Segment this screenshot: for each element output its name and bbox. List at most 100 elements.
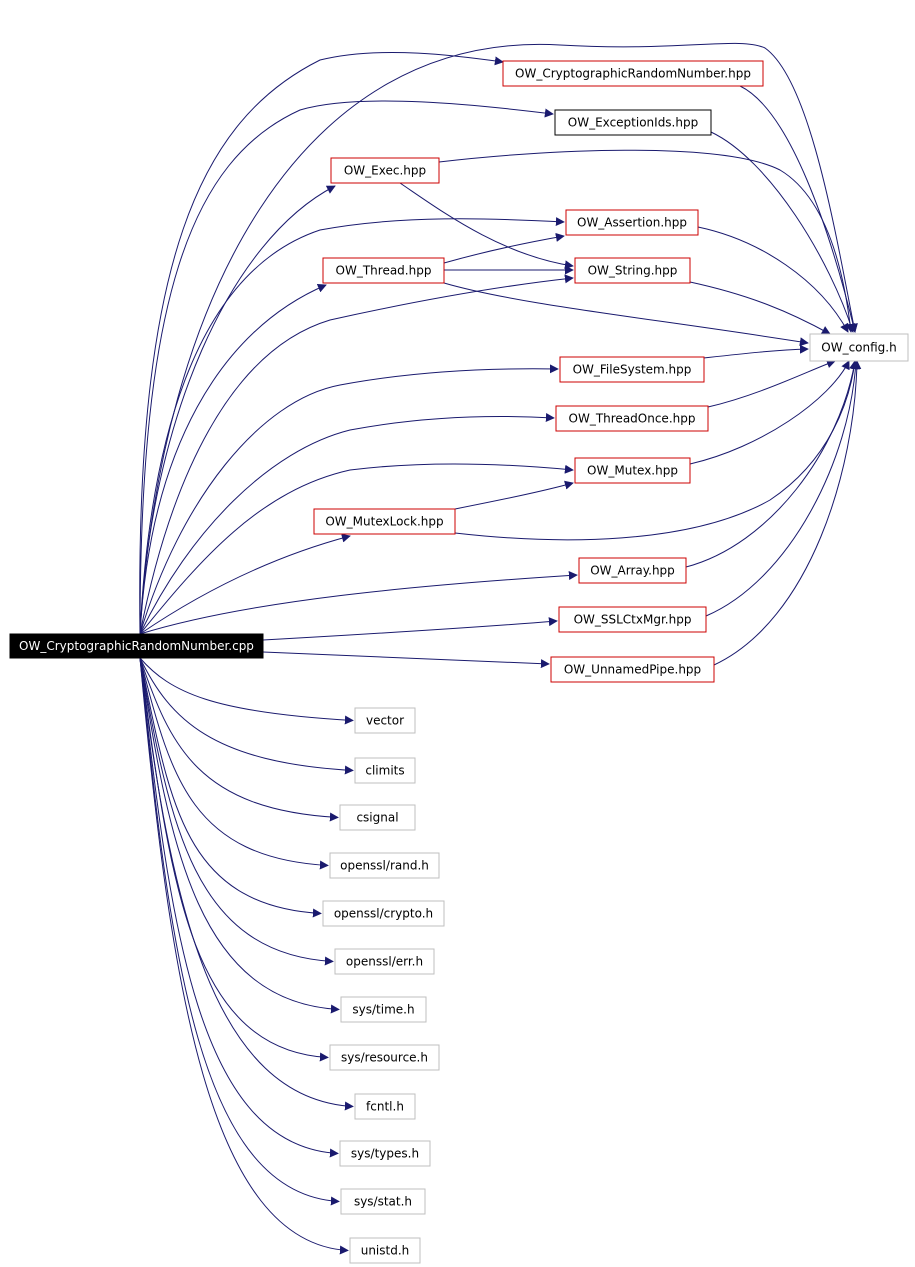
node-label-unistd: unistd.h	[361, 1244, 410, 1258]
node-label-climits: climits	[365, 764, 404, 778]
node-unnamedpipe[interactable]: OW_UnnamedPipe.hpp	[550, 656, 715, 683]
node-box-assertion	[565, 209, 699, 236]
edge-root-to-unistd	[139, 657, 349, 1255]
node-stat[interactable]: sys/stat.h	[340, 1188, 426, 1215]
node-label-sslctxmgr: OW_SSLCtxMgr.hpp	[574, 613, 692, 627]
node-err[interactable]: openssl/err.h	[334, 948, 435, 975]
node-threadonce[interactable]: OW_ThreadOnce.hpp	[555, 405, 709, 432]
node-vector[interactable]: vector	[354, 707, 416, 734]
node-box-filesystem	[559, 356, 705, 383]
node-resource[interactable]: sys/resource.h	[329, 1044, 440, 1071]
node-box-fcntl	[354, 1093, 416, 1120]
node-label-config: OW_config.h	[821, 341, 896, 355]
node-label-string: OW_String.hpp	[588, 264, 678, 278]
node-label-resource: sys/resource.h	[341, 1051, 428, 1065]
edge-root-to-filesystem	[139, 364, 559, 635]
edge-root-to-unnamedpipe	[262, 651, 550, 669]
node-label-filesystem: OW_FileSystem.hpp	[573, 363, 692, 377]
node-label-crn_hpp: OW_CryptographicRandomNumber.hpp	[515, 67, 751, 81]
node-assertion[interactable]: OW_Assertion.hpp	[565, 209, 699, 236]
node-rand[interactable]: openssl/rand.h	[329, 852, 440, 879]
node-exceptionids[interactable]: OW_ExceptionIds.hpp	[554, 109, 712, 136]
node-box-time	[340, 996, 427, 1023]
edge-root-to-mutexlock	[139, 533, 351, 635]
node-label-threadonce: OW_ThreadOnce.hpp	[569, 412, 696, 426]
node-label-exec: OW_Exec.hpp	[344, 164, 426, 178]
edge-crn_hpp-to-config	[739, 85, 858, 333]
node-exec[interactable]: OW_Exec.hpp	[330, 157, 440, 184]
node-box-thread	[322, 257, 445, 284]
node-label-csignal: csignal	[356, 811, 398, 825]
edge-root-to-err	[139, 657, 334, 966]
node-climits[interactable]: climits	[354, 757, 416, 784]
node-box-vector	[354, 707, 416, 734]
edge-root-to-rand	[139, 657, 329, 870]
edge-root-to-sslctxmgr	[262, 617, 558, 641]
node-label-exceptionids: OW_ExceptionIds.hpp	[568, 116, 698, 130]
node-crypto[interactable]: openssl/crypto.h	[322, 900, 445, 927]
edge-root-to-stat	[139, 657, 340, 1206]
node-box-threadonce	[555, 405, 709, 432]
edge-exceptionids-to-config	[710, 131, 855, 333]
nodes-layer: OW_CryptographicRandomNumber.cpp OW_Crypt…	[9, 60, 909, 1264]
edge-root-to-fcntl	[139, 657, 354, 1111]
node-box-types	[339, 1140, 431, 1167]
edge-root-to-crypto	[139, 657, 322, 918]
edge-exec-to-config	[438, 149, 855, 333]
edge-root-to-assertion	[139, 217, 565, 635]
edge-root-to-time	[139, 657, 340, 1014]
node-csignal[interactable]: csignal	[339, 804, 416, 831]
edge-root-to-mutex	[139, 463, 574, 635]
node-crn_hpp[interactable]: OW_CryptographicRandomNumber.hpp	[502, 60, 764, 87]
node-thread[interactable]: OW_Thread.hpp	[322, 257, 445, 284]
node-box-crn_hpp	[502, 60, 764, 87]
edge-root-to-threadonce	[139, 413, 555, 635]
edge-array-to-config	[685, 360, 859, 568]
node-sslctxmgr[interactable]: OW_SSLCtxMgr.hpp	[558, 606, 707, 633]
node-label-assertion: OW_Assertion.hpp	[577, 216, 687, 230]
node-types[interactable]: sys/types.h	[339, 1140, 431, 1167]
edge-mutexlock-to-mutex	[454, 480, 574, 510]
edge-root-to-csignal	[139, 657, 339, 822]
node-label-root: OW_CryptographicRandomNumber.cpp	[19, 639, 254, 653]
node-array[interactable]: OW_Array.hpp	[578, 557, 687, 584]
node-box-err	[334, 948, 435, 975]
node-string[interactable]: OW_String.hpp	[574, 257, 691, 284]
node-label-types: sys/types.h	[351, 1147, 419, 1161]
node-label-vector: vector	[366, 714, 404, 728]
node-label-crypto: openssl/crypto.h	[334, 907, 433, 921]
node-mutex[interactable]: OW_Mutex.hpp	[574, 457, 691, 484]
node-label-thread: OW_Thread.hpp	[336, 264, 432, 278]
node-box-exec	[330, 157, 440, 184]
node-label-rand: openssl/rand.h	[340, 859, 429, 873]
edge-root-to-thread	[139, 284, 327, 635]
node-label-err: openssl/err.h	[346, 955, 423, 969]
node-fcntl[interactable]: fcntl.h	[354, 1093, 416, 1120]
node-box-unistd	[349, 1237, 421, 1264]
node-box-stat	[340, 1188, 426, 1215]
node-box-rand	[329, 852, 440, 879]
node-filesystem[interactable]: OW_FileSystem.hpp	[559, 356, 705, 383]
node-box-exceptionids	[554, 109, 712, 136]
node-mutexlock[interactable]: OW_MutexLock.hpp	[313, 508, 456, 535]
edge-root-to-resource	[139, 657, 329, 1062]
edge-mutex-to-config	[689, 360, 850, 465]
node-label-mutex: OW_Mutex.hpp	[587, 464, 678, 478]
node-label-unnamedpipe: OW_UnnamedPipe.hpp	[564, 663, 701, 677]
node-label-stat: sys/stat.h	[354, 1195, 412, 1209]
node-unistd[interactable]: unistd.h	[349, 1237, 421, 1264]
node-box-sslctxmgr	[558, 606, 707, 633]
node-config[interactable]: OW_config.h	[809, 333, 909, 362]
edge-root-to-config	[139, 42, 858, 635]
node-label-fcntl: fcntl.h	[366, 1100, 404, 1114]
node-box-climits	[354, 757, 416, 784]
edge-root-to-exec	[139, 185, 336, 635]
node-root[interactable]: OW_CryptographicRandomNumber.cpp	[9, 633, 264, 659]
node-box-string	[574, 257, 691, 284]
edge-filesystem-to-config	[703, 344, 809, 359]
node-time[interactable]: sys/time.h	[340, 996, 427, 1023]
edge-sslctxmgr-to-config	[705, 360, 860, 617]
edge-thread-to-assertion	[443, 232, 565, 264]
node-box-mutex	[574, 457, 691, 484]
node-box-resource	[329, 1044, 440, 1071]
